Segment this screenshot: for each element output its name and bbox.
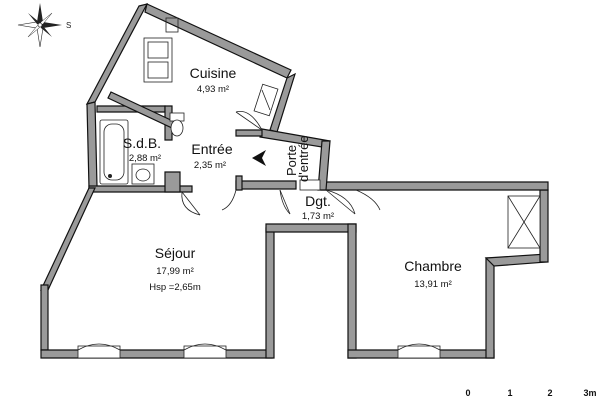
- room-area-sdb: 2,88 m²: [129, 153, 161, 164]
- entry-door-label: Porte: [284, 145, 299, 176]
- room-name-sejour: Séjour: [155, 245, 196, 261]
- room-name-dgt: Dgt.: [305, 193, 331, 209]
- scale-label-0: 0: [465, 388, 470, 398]
- entry-arrow-icon: [252, 150, 266, 166]
- room-area-entree: 2,35 m²: [194, 160, 226, 171]
- room-area-sejour: 17,99 m²: [156, 266, 194, 277]
- room-height-sejour: Hsp =2,65m: [149, 282, 201, 293]
- scale-bar: 0 1 2 3m: [465, 388, 596, 398]
- room-name-entree: Entrée: [191, 141, 232, 157]
- bathtub-icon: [99, 119, 129, 185]
- windows: [77, 83, 541, 359]
- scale-label-2: 2: [547, 388, 552, 398]
- room-area-chambre: 13,91 m²: [414, 279, 452, 290]
- compass-north-label: S: [66, 21, 71, 30]
- room-name-chambre: Chambre: [404, 258, 462, 274]
- entry-door-label-line1: Porte: [284, 145, 299, 176]
- entry-door-label-line2: d'entrée: [296, 135, 311, 182]
- washbasin-icon: [131, 163, 155, 185]
- scale-label-3m: 3m: [583, 388, 596, 398]
- entry-door-label-group2: d'entrée: [296, 135, 311, 182]
- scale-label-1: 1: [507, 388, 512, 398]
- room-area-cuisine: 4,93 m²: [197, 84, 229, 95]
- room-area-dgt: 1,73 m²: [302, 211, 334, 222]
- compass-icon: S: [17, 3, 71, 48]
- toilet-icon: [169, 112, 185, 137]
- door-swings: [181, 111, 381, 216]
- room-name-cuisine: Cuisine: [190, 65, 237, 81]
- kitchen-sink-icon: [143, 17, 179, 83]
- room-name-sdb: S.d.B.: [123, 135, 161, 151]
